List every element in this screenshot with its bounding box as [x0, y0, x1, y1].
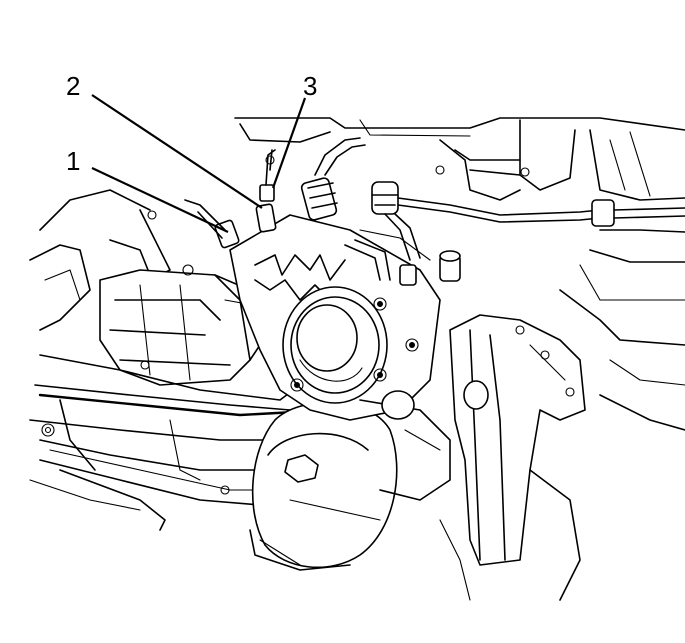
callout-3: 3: [303, 71, 317, 101]
leader-line-1: [91, 167, 229, 233]
callout-2: 2: [66, 71, 80, 101]
oil-filter: [249, 401, 398, 571]
upper-frame-structure: [234, 117, 685, 431]
callout-1: 1: [66, 146, 80, 176]
leader-line-2: [91, 94, 263, 209]
left-subframe: [29, 189, 301, 531]
leader-line-3: [271, 97, 307, 189]
mounting-bracket: [439, 314, 586, 601]
brake-line-fittings: [184, 137, 685, 286]
callout-leaders: [91, 94, 307, 233]
